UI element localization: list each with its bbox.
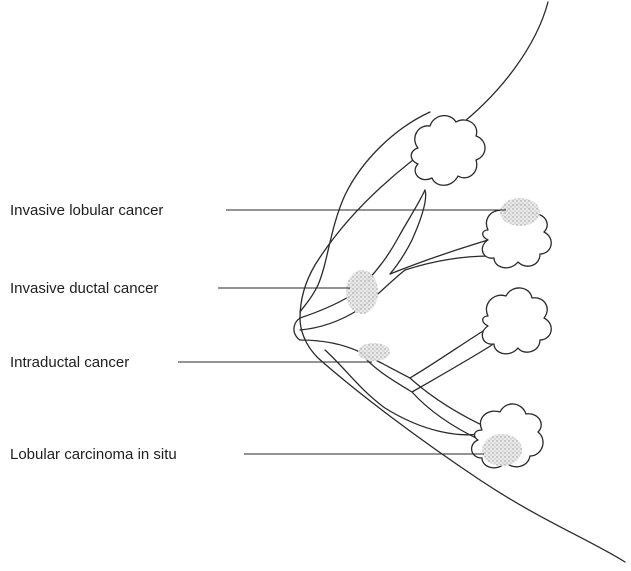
label-invasive-ductal-cancer: Invasive ductal cancer [10,280,158,297]
invasive-ductal-cancer-area [346,270,378,314]
lobular-carcinoma-in-situ-area [482,434,522,466]
intraductal-cancer-area [358,343,390,361]
label-lobular-carcinoma-in-situ: Lobular carcinoma in situ [10,446,177,463]
lobule-middle-right [482,288,551,354]
label-invasive-lobular-cancer: Invasive lobular cancer [10,202,163,219]
lobule-top [411,116,485,186]
duct-system [294,190,492,440]
label-intraductal-cancer: Intraductal cancer [10,354,129,371]
invasive-lobular-cancer-area [500,198,540,226]
